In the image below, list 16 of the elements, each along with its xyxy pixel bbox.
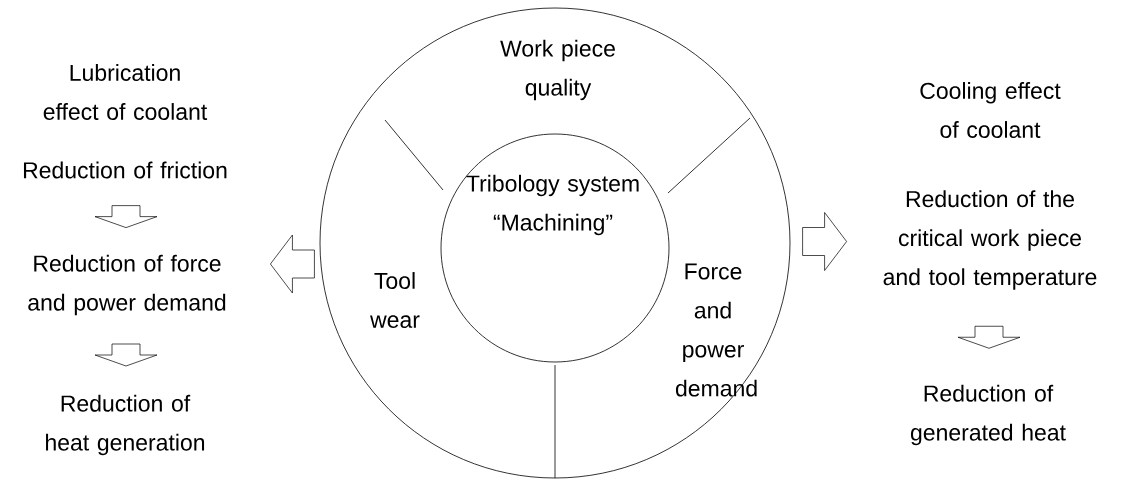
effect-text: Reduction of force and power demand bbox=[28, 254, 226, 316]
block-arrow bbox=[94, 343, 158, 367]
effect-text: Reduction of friction bbox=[23, 161, 227, 179]
outer-circle bbox=[319, 7, 791, 479]
block-arrow bbox=[802, 212, 847, 271]
block-arrow bbox=[94, 205, 158, 228]
block-arrow bbox=[270, 234, 315, 294]
sector-label: Work piece quality bbox=[500, 39, 615, 101]
effect-text: Reduction of heat generation bbox=[46, 394, 205, 456]
sector-label: Force and power demand bbox=[676, 263, 757, 397]
heading: Lubrication effect of coolant bbox=[43, 64, 208, 120]
heading: Cooling effect of coolant bbox=[920, 82, 1061, 138]
effect-text: Reduction of generated heat bbox=[910, 384, 1066, 446]
sector-label: Tool wear bbox=[370, 272, 420, 328]
block-arrow bbox=[957, 325, 1021, 349]
effect-text: Reduction of the critical work piece and tool temperature bbox=[883, 190, 1097, 290]
